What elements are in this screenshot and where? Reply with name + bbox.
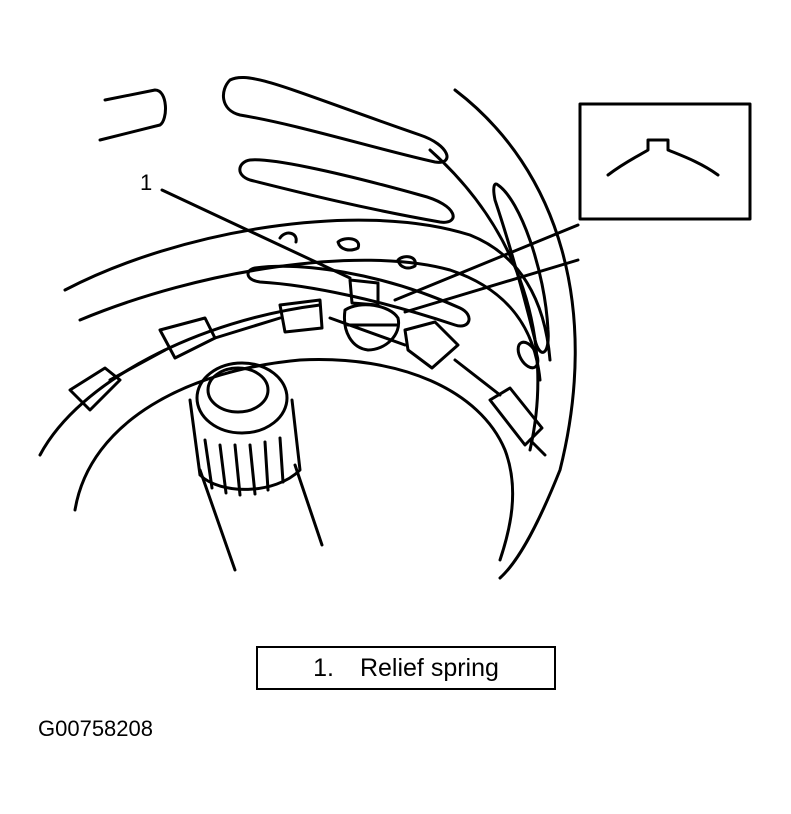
legend-box: 1. Relief spring	[256, 646, 556, 690]
figure-id: G00758208	[38, 716, 153, 741]
legend-text: Relief spring	[359, 653, 499, 682]
spring-block-1	[158, 316, 217, 360]
shaft-right-edge	[293, 463, 324, 547]
ring-middle	[78, 258, 542, 382]
spring-block-5	[488, 386, 544, 447]
callout-number: 1	[140, 170, 153, 195]
inset-box	[578, 102, 752, 221]
ring-outer	[63, 218, 552, 362]
spring-block-2	[278, 298, 324, 334]
relief-spring	[342, 303, 401, 352]
leader-line-1	[160, 188, 352, 280]
housing-outer-rim	[453, 88, 577, 580]
hole-3	[396, 255, 417, 270]
ring-lower	[73, 358, 515, 562]
shaft-left-edge	[198, 468, 237, 572]
ring-inner	[38, 303, 322, 457]
hole-1	[278, 231, 298, 244]
slot-middle	[238, 158, 455, 224]
legend-number: 1.	[313, 653, 334, 682]
slot-top-left	[98, 88, 167, 142]
inset-leader-top	[393, 223, 580, 302]
spring-block-4	[403, 320, 460, 370]
spring-chain	[108, 316, 547, 457]
slot-top-center	[221, 76, 449, 164]
shaft-cap	[195, 361, 289, 435]
inset-leader-bottom	[403, 258, 580, 314]
inset-detail	[606, 138, 720, 177]
spring-slot	[246, 264, 471, 328]
slot-right-vertical	[492, 182, 550, 354]
hole-2	[336, 237, 361, 252]
shaft-knurl	[188, 398, 302, 491]
spring-block-6	[68, 366, 122, 412]
